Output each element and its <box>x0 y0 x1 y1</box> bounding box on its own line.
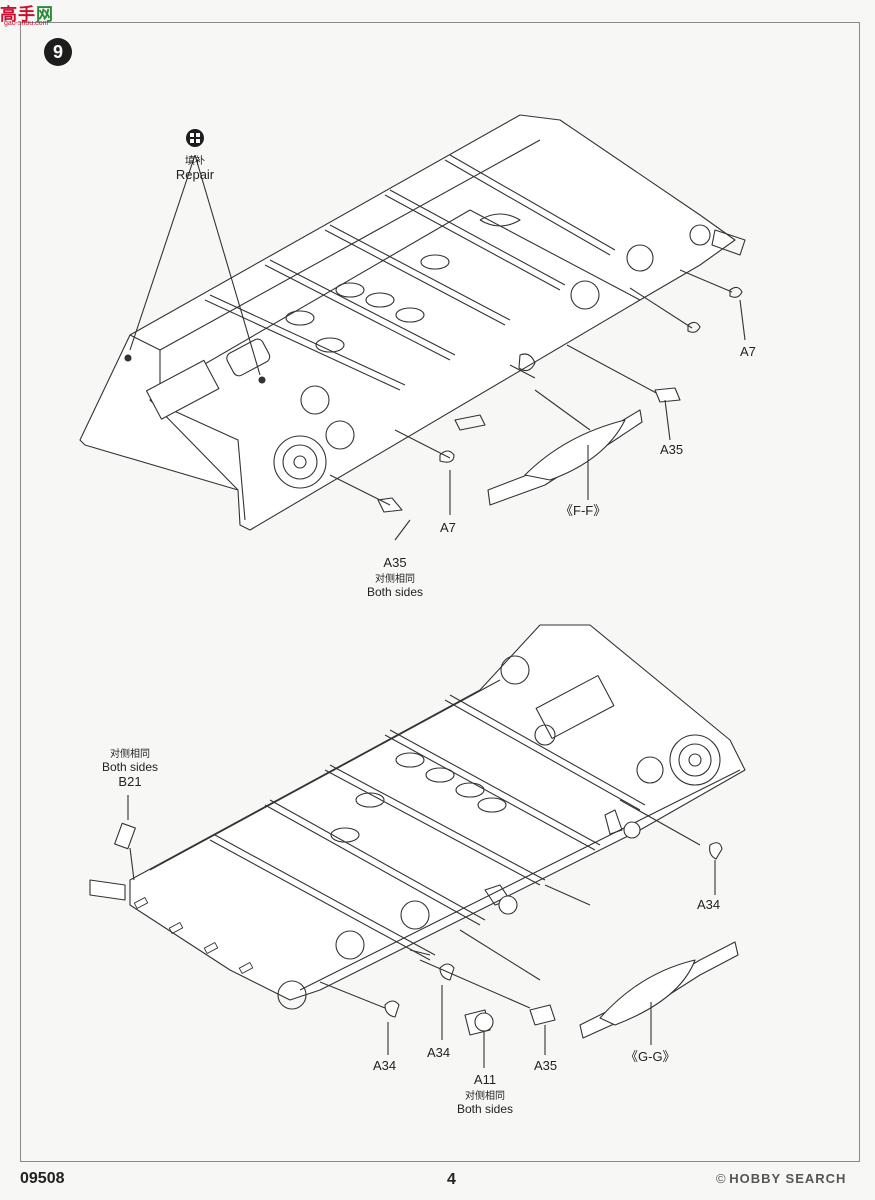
repair-icon <box>186 129 204 147</box>
watermark-url: gao-shou.com <box>4 20 49 27</box>
section-gg: 《G-G》 <box>625 1049 676 1064</box>
kit-code: 09508 <box>20 1170 65 1187</box>
section-ff: 《F-F》 <box>560 503 607 518</box>
brand-watermark: © HOBBY SEARCH <box>716 1171 847 1186</box>
copyright-icon: © <box>716 1171 726 1186</box>
part-b21: 对侧相同 Both sides B21 <box>101 749 159 789</box>
part-a7-mid: A7 <box>440 520 456 535</box>
repair-label: 填补 Repair <box>175 156 215 182</box>
part-a35-right: A35 <box>660 442 684 457</box>
watermark: 高手网 gao-shou.com <box>0 0 54 27</box>
page-number: 4 <box>447 1171 456 1188</box>
part-a35-bottom: A35 <box>534 1058 558 1073</box>
top-hull <box>79 114 746 541</box>
part-a7-right: A7 <box>740 344 756 359</box>
part-a11: A11 对侧相同 Both sides <box>456 1072 514 1116</box>
watermark-logo: 高手网 <box>0 5 54 25</box>
page-frame <box>20 22 860 1162</box>
part-a35-left: A35 对侧相同 Both sides <box>366 555 424 599</box>
part-a34-mid: A34 <box>427 1045 451 1060</box>
step-number: 9 <box>44 38 72 66</box>
bottom-hull <box>89 624 746 1068</box>
part-a34-left: A34 <box>373 1058 397 1073</box>
part-a34-right: A34 <box>697 897 721 912</box>
